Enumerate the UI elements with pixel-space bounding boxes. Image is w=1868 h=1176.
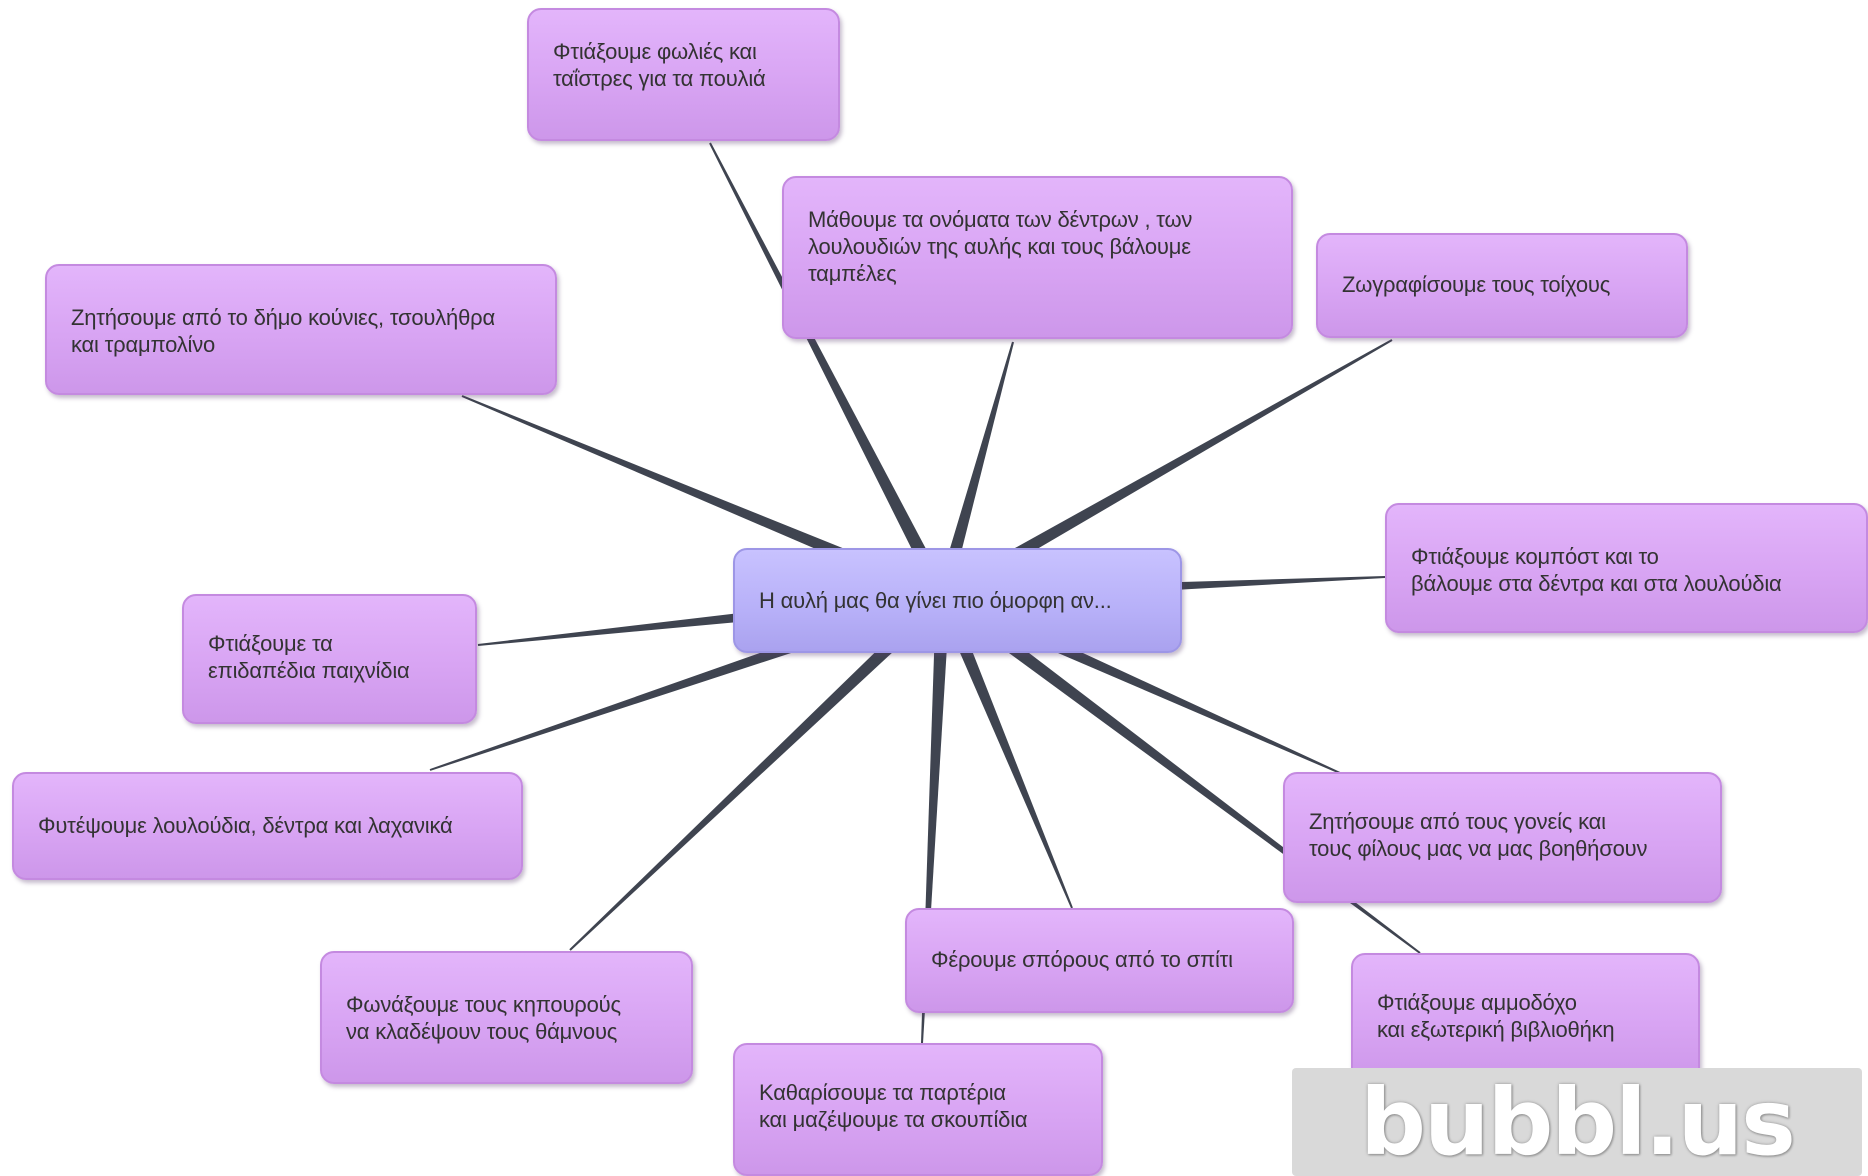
branch-node-compost[interactable]: Φτιάξουμε κομπόστ και το βάλουμε στα δέν…: [1385, 503, 1868, 633]
connector-seeds: [936, 593, 1073, 909]
branch-node-floor-games[interactable]: Φτιάξουμε τα επιδαπέδια παιχνίδια: [182, 594, 477, 724]
branch-node-swings[interactable]: Ζητήσουμε από το δήμο κούνιες, τσουλήθρα…: [45, 264, 557, 395]
branch-node-plant[interactable]: Φυτέψουμε λουλούδια, δέντρα και λαχανικά: [12, 772, 523, 880]
branch-node-seeds[interactable]: Φέρουμε σπόρους από το σπίτι: [905, 908, 1294, 1013]
connector-birds: [709, 142, 950, 600]
center-node[interactable]: Η αυλή μας θα γίνει πιο όμορφη αν...: [733, 548, 1182, 653]
branch-node-clean[interactable]: Καθαρίσουμε τα παρτέρια και μαζέψουμε τα…: [733, 1043, 1103, 1176]
branch-node-gardeners[interactable]: Φωνάξουμε τους κηπουρούς να κλαδέψουν το…: [320, 951, 693, 1084]
connector-walls: [939, 339, 1393, 603]
branch-node-sandbox[interactable]: Φτιάξουμε αμμοδόχο και εξωτερική βιβλιοθ…: [1351, 953, 1700, 1083]
connector-gardeners: [569, 590, 948, 951]
bubbl-us-watermark: bubbl.us: [1292, 1068, 1862, 1176]
connector-names: [936, 341, 1014, 598]
branch-node-birds[interactable]: Φτιάξουμε φωλιές και ταΐστρες για τα που…: [527, 8, 840, 141]
watermark-text: bubbl.us: [1360, 1068, 1796, 1176]
branch-node-walls[interactable]: Ζωγραφίσουμε τους τοίχους: [1316, 233, 1688, 338]
branch-node-parents[interactable]: Ζητήσουμε από τους γονείς και τους φίλου…: [1283, 772, 1722, 903]
branch-node-names[interactable]: Μάθουμε τα ονόματα των δέντρων , των λου…: [782, 176, 1293, 339]
